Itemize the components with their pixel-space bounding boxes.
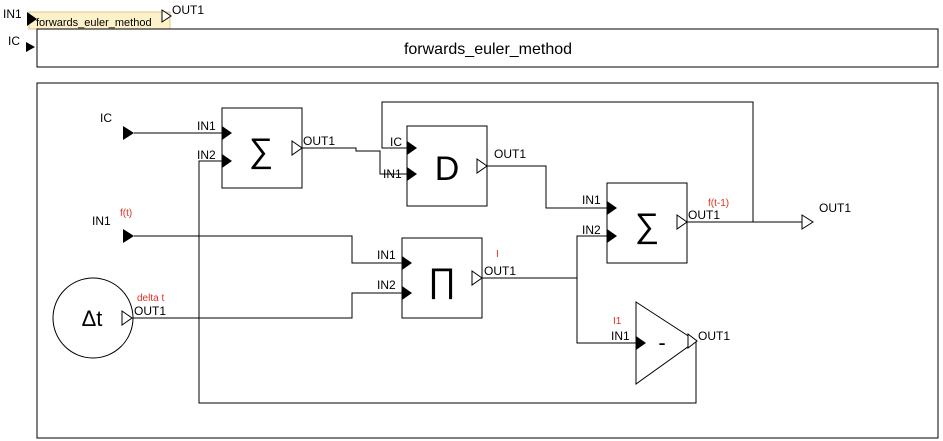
delay-ic-port-icon[interactable] bbox=[407, 141, 417, 155]
sum2-out-label: OUT1 bbox=[688, 208, 720, 222]
title-bar bbox=[36, 28, 939, 68]
wire-dt-product bbox=[133, 292, 402, 319]
sum2-symbol: ∑ bbox=[635, 207, 659, 245]
wires bbox=[133, 101, 802, 404]
negate-out-port-icon[interactable] bbox=[687, 332, 698, 350]
delay-in1-port-icon[interactable] bbox=[407, 167, 417, 181]
signal-i1-label: I1 bbox=[613, 316, 622, 327]
header-block[interactable]: forwards_euler_method bbox=[28, 11, 171, 30]
sum1-in1-port-icon[interactable] bbox=[222, 126, 232, 140]
product-in2-label: IN2 bbox=[377, 278, 396, 292]
delta-t-symbol: Δt bbox=[82, 306, 103, 331]
page-title: forwards_euler_method bbox=[404, 41, 572, 58]
delay-ic-label: IC bbox=[390, 135, 402, 149]
sum1-symbol: ∑ bbox=[249, 132, 273, 170]
wire-sum1-delay bbox=[302, 147, 407, 175]
product-out-port-icon[interactable] bbox=[471, 270, 483, 286]
sum1-out-label: OUT1 bbox=[303, 134, 335, 148]
sum2-in1-label: IN1 bbox=[582, 193, 601, 207]
delta-t-out-port-icon[interactable] bbox=[121, 310, 133, 326]
delay-block[interactable] bbox=[406, 125, 488, 207]
product-block[interactable] bbox=[401, 237, 483, 319]
header-out-label: OUT1 bbox=[172, 3, 204, 17]
product-symbol: ∏ bbox=[428, 262, 456, 300]
sum2-in1-port-icon[interactable] bbox=[607, 201, 617, 215]
header-ic-port-icon[interactable] bbox=[26, 42, 35, 52]
sum2-block[interactable] bbox=[606, 182, 688, 264]
sum2-in2-port-icon[interactable] bbox=[607, 229, 617, 243]
product-in2-port-icon[interactable] bbox=[402, 286, 412, 300]
header-out-port-icon[interactable] bbox=[161, 9, 172, 23]
delta-t-block[interactable] bbox=[52, 277, 134, 359]
signal-ft1-label: f(t-1) bbox=[708, 198, 729, 209]
header-in-label: IN1 bbox=[3, 7, 22, 21]
delay-out-port-icon[interactable] bbox=[476, 158, 488, 174]
wire-product-negate bbox=[576, 278, 636, 344]
outport-label: OUT1 bbox=[819, 201, 851, 215]
inport-ic-label: IC bbox=[100, 111, 112, 125]
header-ic-label: IC bbox=[8, 34, 20, 48]
wire-ft-product bbox=[134, 235, 402, 264]
inport-in1-label: IN1 bbox=[92, 214, 111, 228]
product-in1-label: IN1 bbox=[377, 248, 396, 262]
sum2-in2-label: IN2 bbox=[582, 223, 601, 237]
negate-in1-label: IN1 bbox=[611, 329, 630, 343]
signal-delta-t-label: delta t bbox=[137, 293, 164, 304]
delay-symbol: D bbox=[435, 150, 460, 188]
sum1-in2-label: IN2 bbox=[197, 148, 216, 162]
negate-symbol: - bbox=[658, 330, 665, 355]
sum1-in1-label: IN1 bbox=[197, 119, 216, 133]
delta-t-out-label: OUT1 bbox=[134, 304, 166, 318]
signal-i-label: I bbox=[496, 249, 499, 260]
product-in1-port-icon[interactable] bbox=[402, 256, 412, 270]
signal-ft-label: f(t) bbox=[120, 208, 132, 219]
inport-ic-icon[interactable] bbox=[123, 126, 134, 140]
header-in-port-icon[interactable] bbox=[27, 12, 37, 26]
inport-in1-icon[interactable] bbox=[123, 229, 134, 243]
product-out-label: OUT1 bbox=[484, 264, 516, 278]
delay-out-label: OUT1 bbox=[494, 147, 526, 161]
sum1-out-port-icon[interactable] bbox=[291, 140, 303, 156]
negate-in1-port-icon[interactable] bbox=[636, 336, 646, 350]
wire-delay-sum2 bbox=[487, 165, 607, 209]
negate-out-label: OUT1 bbox=[698, 329, 730, 343]
sum2-out-port-icon[interactable] bbox=[676, 214, 688, 230]
delay-in1-label: IN1 bbox=[383, 167, 402, 181]
sum1-block[interactable] bbox=[221, 107, 303, 189]
header-block-name: forwards_euler_method bbox=[36, 17, 152, 29]
sum1-in2-port-icon[interactable] bbox=[222, 154, 232, 168]
wire-product-sum2 bbox=[482, 235, 607, 279]
outport-icon[interactable] bbox=[801, 214, 814, 230]
wire-loop-delay-ic bbox=[381, 101, 754, 222]
